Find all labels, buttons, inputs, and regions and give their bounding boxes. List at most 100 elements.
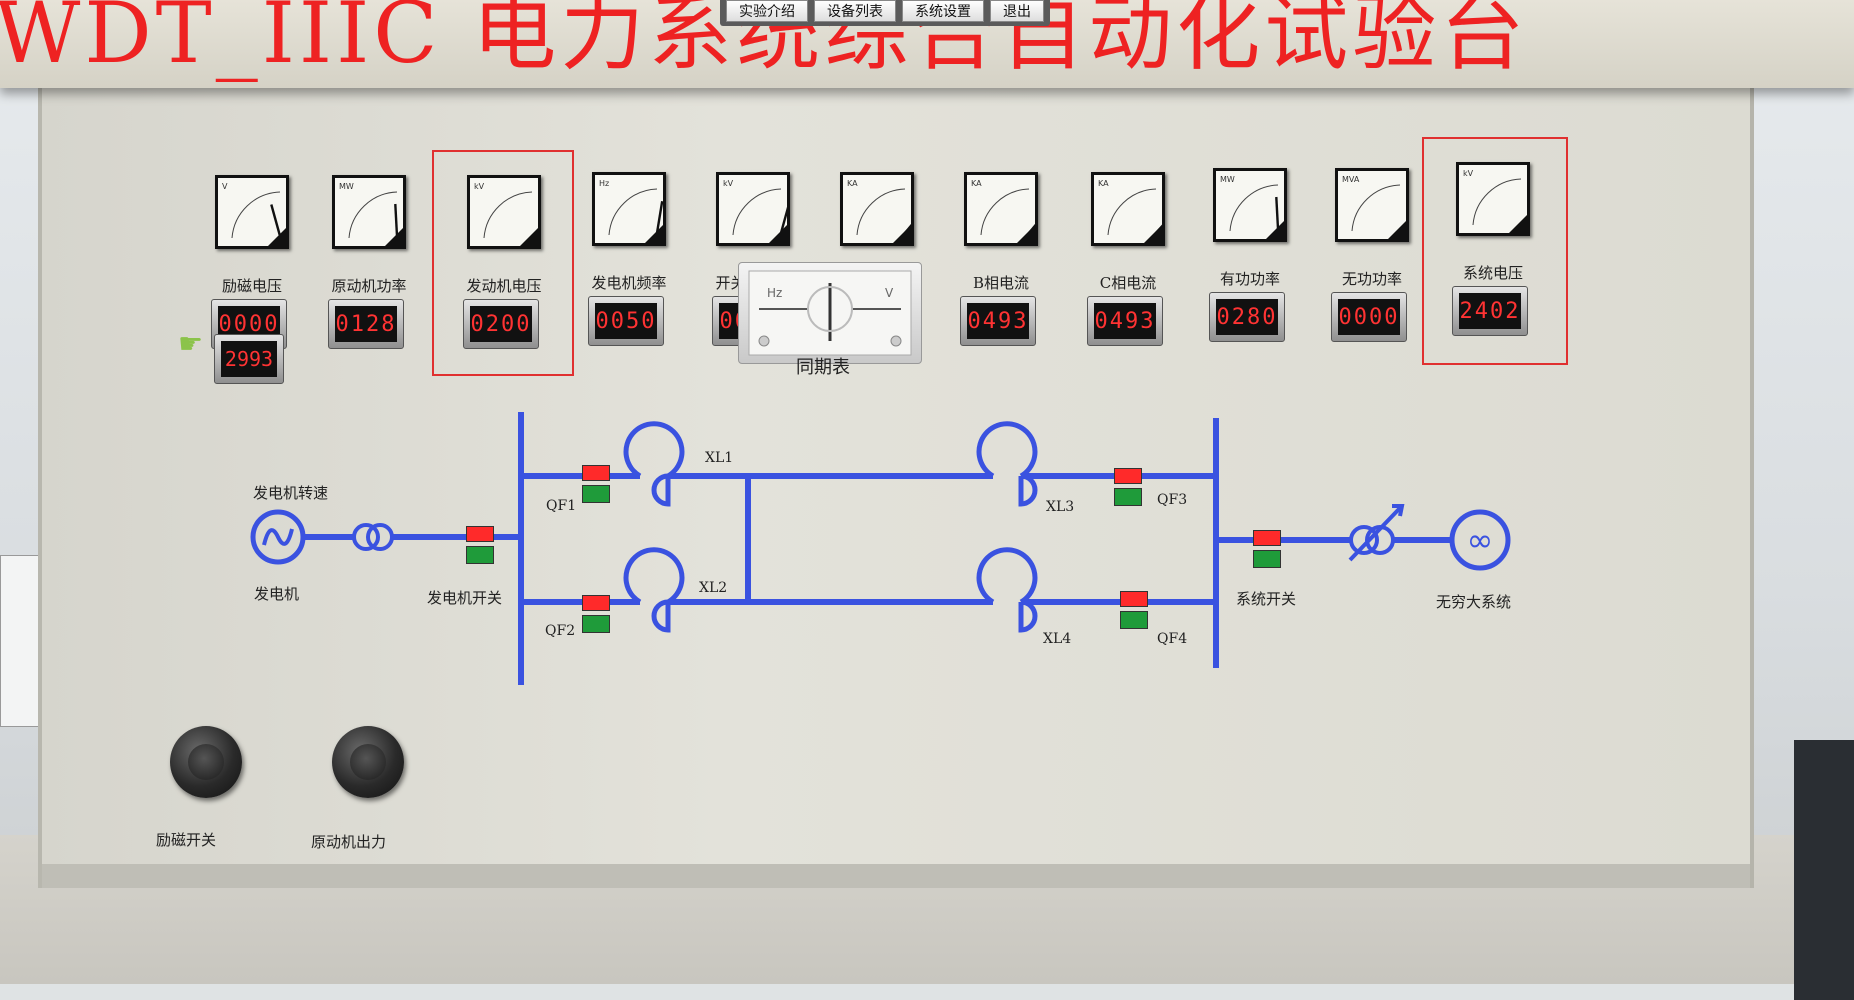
analog-gauge: MW xyxy=(332,175,406,249)
device-list-button[interactable]: 设备列表 xyxy=(814,0,896,22)
gauge-needle xyxy=(779,206,787,234)
generator-switch[interactable] xyxy=(466,526,494,564)
meter-label: 励磁电压 xyxy=(221,277,282,295)
system-settings-button[interactable]: 系统设置 xyxy=(902,0,984,22)
meter-8: MW 有功功率 0280 xyxy=(1191,168,1309,354)
qf2-label: QF2 xyxy=(545,623,576,639)
generator-speed-value: 2993 xyxy=(221,341,277,377)
analog-gauge: KA xyxy=(840,172,914,246)
meter-label: 发动机电压 xyxy=(466,277,542,295)
generator-switch-label: 发电机开关 xyxy=(427,589,503,607)
meter-label: B相电流 xyxy=(972,274,1030,292)
qf3-label: QF3 xyxy=(1157,492,1188,508)
prime-mover-knob-label: 原动机出力 xyxy=(311,833,387,851)
synchroscope-label: 同期表 xyxy=(796,357,850,378)
qf1-switch[interactable] xyxy=(582,465,610,503)
generator-symbol xyxy=(250,509,306,565)
analog-gauge: MW xyxy=(1213,168,1287,242)
meter-3: Hz 发电机频率 0050 xyxy=(570,172,688,358)
meter-0: V 励磁电压 0000 xyxy=(193,175,311,361)
analog-gauge: kV xyxy=(467,175,541,249)
meter-label: 原动机功率 xyxy=(331,277,407,295)
transformer-symbol xyxy=(352,523,394,551)
excitation-knob[interactable] xyxy=(170,726,242,798)
xl1-symbol xyxy=(623,421,685,479)
qf3-switch[interactable] xyxy=(1114,468,1142,506)
qf4-switch[interactable] xyxy=(1120,591,1148,629)
gauge-needle xyxy=(655,201,663,234)
analog-gauge: MVA xyxy=(1335,168,1409,242)
meter-unit: KA xyxy=(1098,179,1109,188)
meter-unit: V xyxy=(222,182,228,191)
meter-2: kV 发动机电压 0200 xyxy=(445,175,563,361)
xl3-symbol xyxy=(976,421,1038,479)
generator-speed-label: 发电机转速 xyxy=(253,484,329,502)
sync-v-label: V xyxy=(885,286,894,300)
highlight-system-voltage xyxy=(1422,137,1568,365)
digital-display: 2402 xyxy=(1452,286,1528,336)
synchroscope-dial: Hz V xyxy=(748,270,912,356)
panel-base xyxy=(42,864,1750,888)
header-board: WDT_IIIC 电力系统综合自动化试验台 实验介绍 设备列表 系统设置 退出 xyxy=(0,0,1854,88)
prime-mover-knob[interactable] xyxy=(332,726,404,798)
analog-gauge: kV xyxy=(1456,162,1530,236)
meter-9: MVA 无功功率 0000 xyxy=(1313,168,1431,354)
excitation-knob-label: 励磁开关 xyxy=(156,831,217,849)
regulator-symbol xyxy=(1348,504,1405,562)
gauge-needle xyxy=(1275,196,1280,230)
highlight-generator-voltage xyxy=(432,150,574,376)
infinite-system-label: 无穷大系统 xyxy=(1436,593,1512,611)
display-value: 0200 xyxy=(470,306,532,342)
meter-unit: MVA xyxy=(1342,175,1360,184)
infinite-system-symbol: ∞ xyxy=(1449,509,1511,571)
display-value: 0050 xyxy=(595,303,657,339)
meter-unit: KA xyxy=(971,179,982,188)
display-value: 0128 xyxy=(335,306,397,342)
qf2-switch[interactable] xyxy=(582,595,610,633)
digital-display: 0280 xyxy=(1209,292,1285,342)
meter-unit: Hz xyxy=(599,179,609,188)
meter-unit: kV xyxy=(1463,169,1474,178)
xl4-label: XL4 xyxy=(1043,631,1072,647)
analog-gauge: KA xyxy=(1091,172,1165,246)
intro-button[interactable]: 实验介绍 xyxy=(726,0,808,22)
pointer-hand-icon: ☛ xyxy=(178,327,204,360)
meter-unit: MW xyxy=(339,182,354,191)
generator-label: 发电机 xyxy=(254,585,300,603)
digital-display: 0200 xyxy=(463,299,539,349)
meter-unit: MW xyxy=(1220,175,1235,184)
meter-unit: kV xyxy=(474,182,485,191)
xl2-label: XL2 xyxy=(699,580,728,596)
xl2-symbol xyxy=(623,547,685,605)
meter-label: 有功功率 xyxy=(1219,270,1280,288)
display-value: 2402 xyxy=(1459,293,1521,329)
digital-display: 0128 xyxy=(328,299,404,349)
display-value: 0493 xyxy=(1094,303,1156,339)
generator-speed-display: 2993 xyxy=(214,334,284,384)
synchroscope[interactable]: Hz V xyxy=(738,262,922,364)
meter-label: C相电流 xyxy=(1099,274,1157,292)
meter-6: KA B相电流 0493 xyxy=(942,172,1060,358)
wall-panel xyxy=(1794,740,1854,1000)
meter-unit: KA xyxy=(847,179,858,188)
analog-gauge: kV xyxy=(716,172,790,246)
meter-7: KA C相电流 0493 xyxy=(1069,172,1187,358)
analog-gauge: KA xyxy=(964,172,1038,246)
meter-10: kV 系统电压 2402 xyxy=(1434,162,1552,348)
digital-display: 0493 xyxy=(1087,296,1163,346)
qf1-label: QF1 xyxy=(546,498,577,514)
gauge-needle xyxy=(270,204,282,237)
display-value: 0493 xyxy=(967,303,1029,339)
digital-display: 0000 xyxy=(1331,292,1407,342)
xl1-label: XL1 xyxy=(705,450,734,466)
gauge-needle xyxy=(394,203,399,237)
meter-label: 无功功率 xyxy=(1341,270,1402,288)
svg-text:∞: ∞ xyxy=(1467,521,1494,559)
toolbar: 实验介绍 设备列表 系统设置 退出 xyxy=(720,0,1050,26)
meter-unit: kV xyxy=(723,179,734,188)
analog-gauge: V xyxy=(215,175,289,249)
system-switch-label: 系统开关 xyxy=(1236,590,1297,608)
exit-button[interactable]: 退出 xyxy=(990,0,1044,22)
xl3-label: XL3 xyxy=(1046,499,1075,515)
system-switch[interactable] xyxy=(1253,530,1281,568)
